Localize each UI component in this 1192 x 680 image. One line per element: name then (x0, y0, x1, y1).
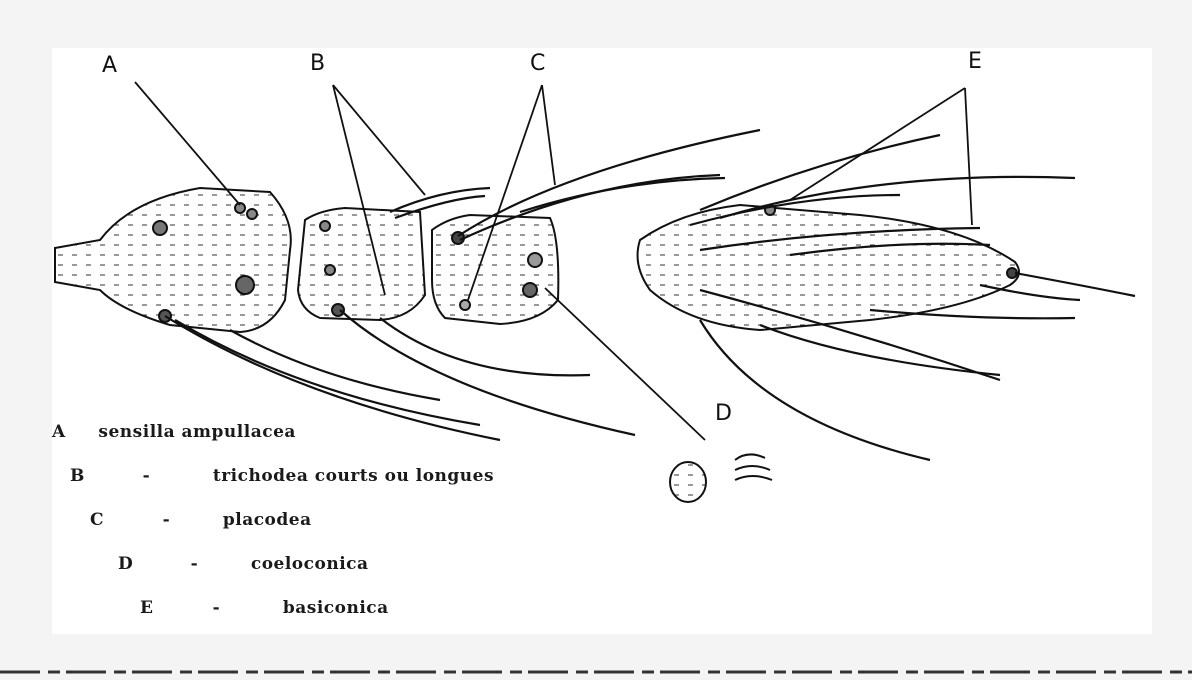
legend-text: basiconica (283, 598, 389, 618)
legend-key: A (52, 422, 92, 442)
legend-row-c: C - placodea (90, 510, 312, 530)
coeloconica-detail (670, 454, 772, 502)
label-b: B (310, 51, 325, 76)
sensillum-dot-icon (247, 209, 257, 219)
legend-row-b: B - trichodea courts ou longues (70, 466, 494, 486)
label-c: C (530, 51, 545, 76)
legend-row-e: E - basiconica (140, 598, 389, 618)
legend-dash: - (116, 466, 176, 486)
legend-text: placodea (223, 510, 312, 530)
legend-row-d: D - coeloconica (118, 554, 369, 574)
segment-a (55, 188, 291, 332)
label-e: E (968, 49, 982, 74)
legend-text: sensilla ampullacea (98, 422, 296, 442)
legend-key: C (90, 510, 130, 530)
sensillum-dot-icon (153, 221, 167, 235)
legend-text: coeloconica (251, 554, 369, 574)
label-a: A (102, 53, 117, 78)
segment-b (298, 208, 425, 320)
segment-c (432, 215, 558, 324)
legend-dash: - (136, 510, 196, 530)
legend-text: trichodea courts ou longues (213, 466, 494, 486)
legend-key: D (118, 554, 158, 574)
legend-dash: - (164, 554, 224, 574)
sensillum-dot-icon (236, 276, 254, 294)
label-d: D (715, 401, 732, 426)
legend-key: B (70, 466, 110, 486)
legend-key: E (140, 598, 180, 618)
legend-dash: - (186, 598, 246, 618)
legend-row-a: A sensilla ampullacea (52, 422, 296, 442)
